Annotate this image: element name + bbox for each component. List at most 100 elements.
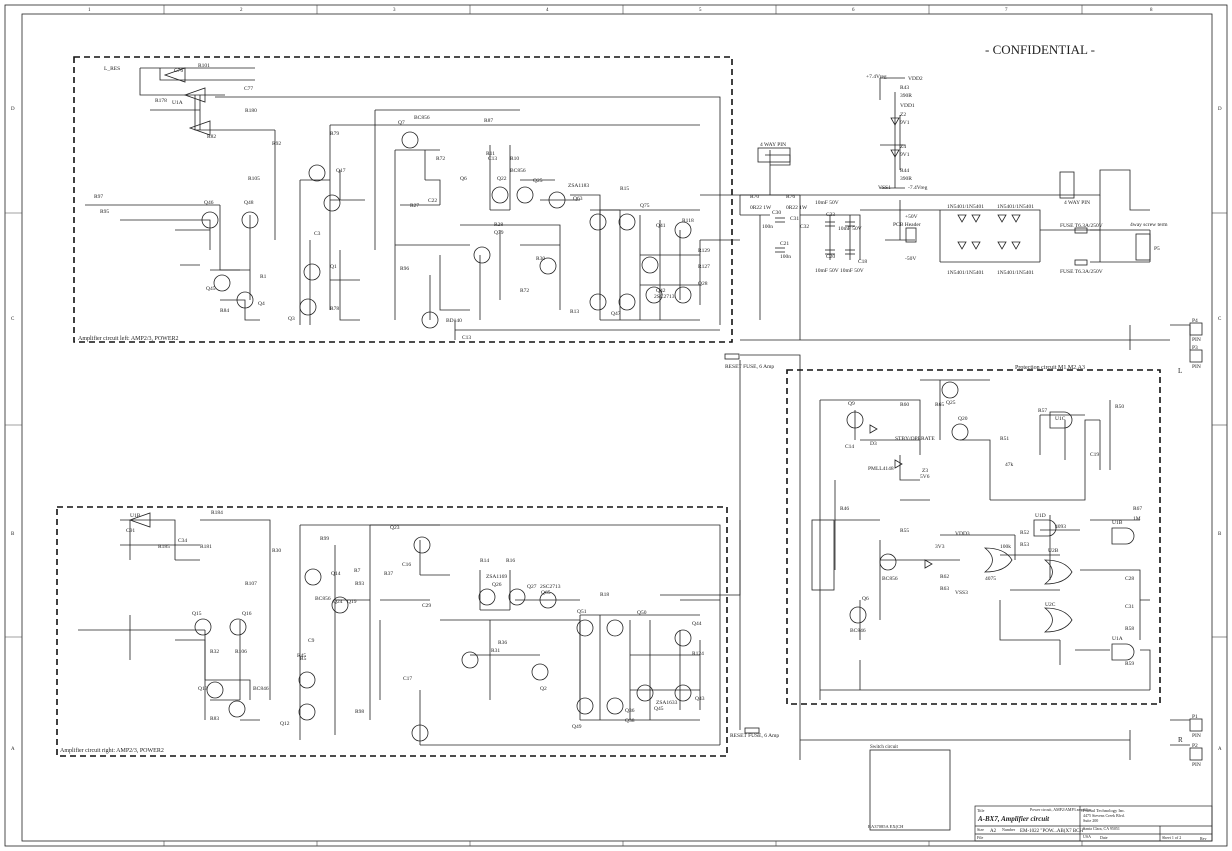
col-label: 6 [852,8,855,13]
transistor-symbol [461,651,479,669]
part-label: R30 [536,256,545,262]
part-label: Q3 [288,316,295,322]
amp-right-transistors [128,512,692,742]
cap-value: 10mF 50V [815,200,839,206]
rail-label: Z4 [900,144,906,150]
part-label: Z3 [922,468,928,474]
rail-label: VDD1 [900,103,915,109]
diode-symbol [894,459,903,469]
part-label: R78 [330,306,339,312]
opamp-symbol [188,120,211,136]
part-label: BC856 [510,168,526,174]
transistor-symbol [478,588,496,606]
part-label: Q41 [656,223,666,229]
part-label: R30 [272,548,281,554]
part-label: R97 [94,194,103,200]
cap-label: C31 [790,216,799,222]
transistor-symbol [846,411,864,429]
part-label: Q44 [692,621,702,627]
fuse-label: RESET FUSE, 6 Amp [725,364,774,370]
or-gate-symbol [1043,607,1073,633]
rev-label: Rev [1200,836,1206,841]
rail-label: R43 [900,85,909,91]
part-label: Q12 [280,721,290,727]
part-label: Q24 [333,599,343,605]
company-name: Primal Technology Inc. [1083,808,1125,813]
cap-label: C33 [826,212,835,218]
part-label: BC846 [850,628,866,634]
part-label: 47k [1005,462,1014,468]
part-label: C19 [1090,452,1099,458]
protection-wiring [819,379,1151,700]
part-label: 5V6 [920,474,930,480]
company-address: Santa Clara, CA 95051 [1083,826,1120,832]
part-label: BC856 [414,115,430,121]
part-label: Q7 [398,120,405,126]
power-label: 4way screw term [1130,222,1168,228]
transistor-symbol [401,131,419,149]
opamp-symbol [163,67,186,83]
part-label: R95 [100,209,109,215]
part-label: R37 [384,571,393,577]
protection-components [811,381,1135,661]
output-pin: P3 [1192,345,1198,351]
transistor-symbol [618,293,636,311]
row-label: A [11,747,15,752]
number-value: EM-1022 "POW...AB(X7 BCH" [1020,829,1085,834]
part-label: VDD3 [955,531,970,537]
pin-name: PIN [1192,733,1201,739]
part-label: R18 [600,592,609,598]
company-address: 4475 Stevens Creek Blvd. [1083,813,1125,818]
part-label: PMLL4148 [868,466,894,472]
part-label: Q65 [541,590,551,596]
part-label: C76 [174,68,183,74]
rail-label: 9V1 [900,152,910,158]
transistor-symbol [411,724,429,742]
part-label: C13 [488,156,497,162]
output-pin-box [1189,322,1203,336]
part-label: Q17 [336,168,346,174]
part-label: Q22 [497,176,507,182]
fuse-symbol [1074,227,1088,234]
nand-gate-symbol [1111,527,1135,545]
part-label: U1B [1112,520,1123,526]
transistor-symbol [491,186,509,204]
diode-symbol [1011,214,1021,223]
transistor-symbol [849,606,867,624]
amp-right-wiring [78,519,741,746]
output-pin-labels: P4 P3 P1 P2 PIN PIN PIN PIN L R [1178,318,1201,768]
size-value: A2 [990,829,997,834]
channel-label: L [1178,367,1182,375]
transistor-symbol [951,423,969,441]
diode-symbol [957,214,967,223]
fuse-label: RESET FUSE, 6 Amp [730,733,779,739]
diode-symbol [971,241,981,250]
part-label: R52 [1020,530,1029,536]
power-label: R76 [786,194,795,200]
header-block [757,147,791,163]
output-pin-box [1189,747,1203,761]
part-label: Q39 [494,230,504,236]
part-label: R5 [300,656,307,662]
cap-value: 10mF 50V [815,268,839,274]
rail-label: 390R [900,93,912,99]
drawing-title: A-BX7, Amplifier circuit [977,815,1050,823]
row-label: D [1218,107,1222,112]
transistor-symbol [323,194,341,212]
transistor-symbol [589,213,607,231]
amp-left-wiring [85,67,800,340]
part-label: R13 [570,309,579,315]
cap-label: C30 [772,210,781,216]
inner-frame [21,13,1213,842]
part-label: R96 [400,266,409,272]
power-label: R70 [750,194,759,200]
part-label: R93 [355,581,364,587]
amp-left-labels: L_RES R101 C76 U1A R178 R180 C77 R82 R92… [94,63,710,341]
outer-frame [4,4,1228,847]
switch-box-text: RA37085A EX(CH [868,824,904,829]
part-label: U1B [130,513,141,519]
col-label: 2 [240,8,243,13]
transistor-symbol [576,619,594,637]
part-label: 2SC2713 [654,294,675,300]
power-labels: +7.4Vreg VDD2 R43 390R VDD1 Z2 9V1 Z4 9V… [725,74,1168,739]
